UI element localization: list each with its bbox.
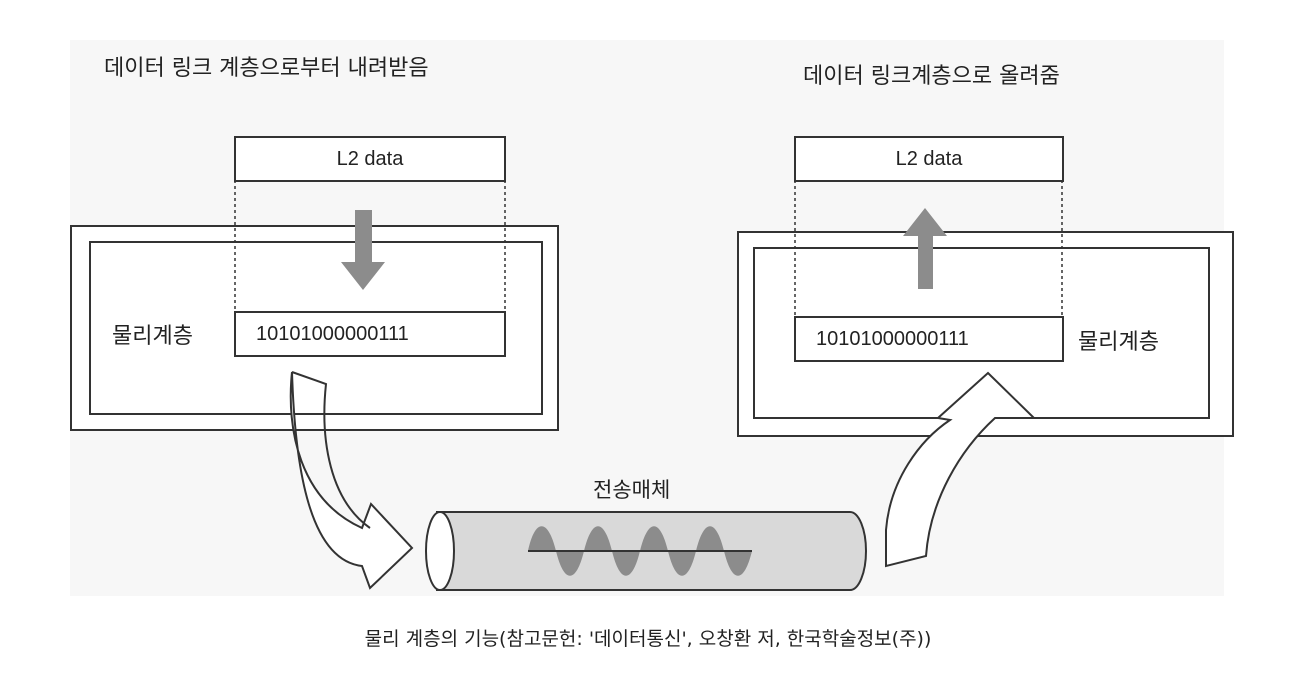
receiver-l2-data-label: L2 data	[895, 147, 963, 170]
sender-bits: 10101000000111	[256, 322, 409, 345]
receive-curved-arrow	[885, 371, 1037, 568]
receiver-physical-layer-label: 물리계층	[1078, 330, 1159, 355]
send-curved-arrow	[289, 371, 414, 590]
sender-bits-box: 10101000000111	[234, 311, 506, 357]
sender-heading: 데이터 링크 계층으로부터 내려받음	[104, 56, 429, 81]
medium-label: 전송매체	[593, 478, 671, 502]
medium-cylinder-end	[425, 511, 455, 591]
figure-caption: 물리 계층의 기능(참고문헌: '데이터통신', 오창환 저, 한국학술정보(주…	[364, 628, 932, 650]
receiver-bits-box: 10101000000111	[794, 316, 1064, 362]
receiver-l2-data-box: L2 data	[794, 136, 1064, 182]
sender-l2-data-label: L2 data	[336, 147, 404, 170]
up-arrow	[903, 208, 947, 289]
sender-l2-data-box: L2 data	[234, 136, 506, 182]
receiver-bits: 10101000000111	[816, 327, 969, 350]
sender-physical-layer-label: 물리계층	[112, 324, 193, 349]
down-arrow	[341, 210, 385, 290]
receiver-heading: 데이터 링크계층으로 올려줌	[803, 64, 1060, 89]
